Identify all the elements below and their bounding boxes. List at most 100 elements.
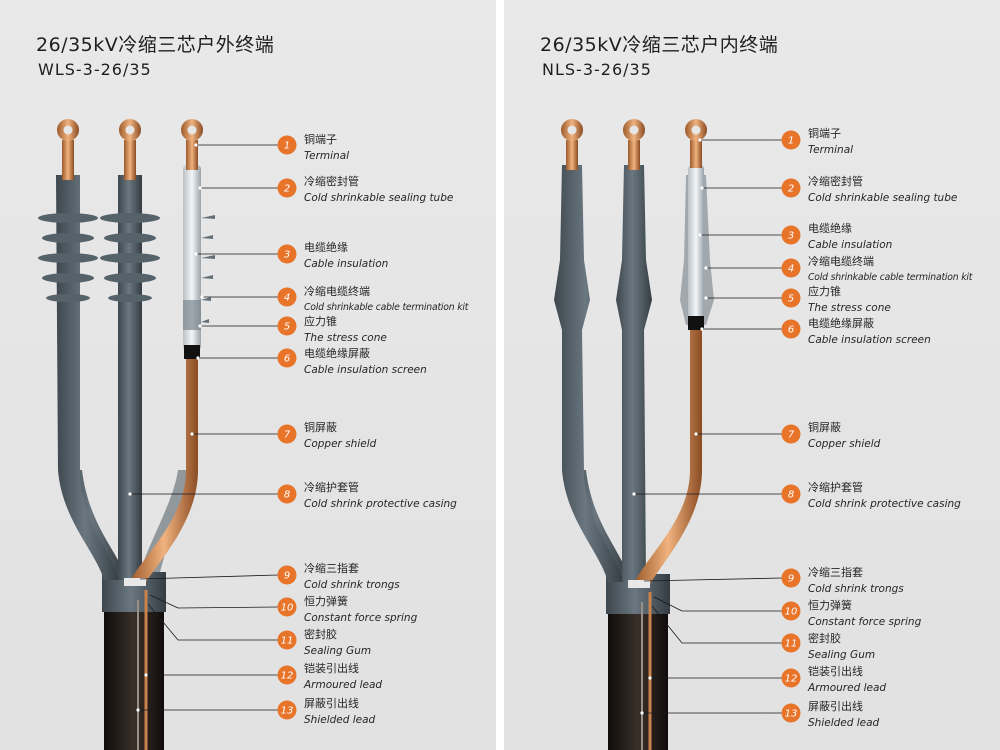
svg-text:13: 13 bbox=[281, 706, 294, 717]
cable-insulation-core bbox=[688, 165, 704, 325]
number-badge-4: 4 bbox=[781, 258, 801, 278]
svg-text:10: 10 bbox=[281, 603, 294, 614]
number-badge-4: 4 bbox=[277, 287, 297, 307]
svg-text:4: 4 bbox=[788, 264, 794, 275]
number-badge-11: 11 bbox=[781, 633, 801, 653]
svg-text:11: 11 bbox=[281, 636, 294, 647]
leader-lines bbox=[634, 139, 783, 714]
svg-text:11: 11 bbox=[785, 639, 798, 650]
number-badge-12: 12 bbox=[277, 665, 297, 685]
svg-text:4: 4 bbox=[284, 293, 290, 304]
svg-text:12: 12 bbox=[785, 674, 798, 685]
number-badge-13: 13 bbox=[781, 703, 801, 723]
panel-title: 26/35kV冷缩三芯户外终端 bbox=[36, 34, 275, 56]
number-badge-5: 5 bbox=[781, 288, 801, 308]
svg-text:1: 1 bbox=[284, 141, 290, 152]
indoor-termination-panel: 26/35kV冷缩三芯户内终端 NLS-3-26/35 bbox=[504, 0, 1000, 750]
svg-text:6: 6 bbox=[788, 325, 794, 336]
svg-text:3: 3 bbox=[284, 250, 290, 261]
insulator-sheds bbox=[38, 213, 160, 302]
insulation-screen bbox=[184, 345, 200, 359]
number-badge-12: 12 bbox=[781, 668, 801, 688]
copper-shield-curve bbox=[634, 330, 702, 584]
svg-text:9: 9 bbox=[284, 571, 290, 582]
number-badge-5: 5 bbox=[277, 316, 297, 336]
number-badge-1: 1 bbox=[781, 130, 801, 150]
number-badge-10: 10 bbox=[277, 597, 297, 617]
cable-jacket bbox=[608, 592, 668, 750]
number-badge-8: 8 bbox=[277, 484, 297, 504]
number-badge-3: 3 bbox=[277, 244, 297, 264]
number-badge-11: 11 bbox=[277, 630, 297, 650]
number-badge-7: 7 bbox=[781, 424, 801, 444]
number-badge-3: 3 bbox=[781, 225, 801, 245]
number-badge-2: 2 bbox=[277, 178, 297, 198]
svg-text:8: 8 bbox=[788, 490, 794, 501]
boot-shoulder-right bbox=[140, 470, 190, 572]
right-sheds bbox=[201, 215, 215, 323]
svg-text:5: 5 bbox=[788, 294, 794, 305]
leader-dots bbox=[128, 143, 204, 712]
panel-model: WLS-3-26/35 bbox=[38, 60, 152, 79]
number-badge-7: 7 bbox=[277, 424, 297, 444]
svg-text:2: 2 bbox=[788, 184, 794, 195]
svg-text:13: 13 bbox=[785, 709, 798, 720]
leader-dots bbox=[632, 138, 708, 715]
number-badge-10: 10 bbox=[781, 601, 801, 621]
number-badge-9: 9 bbox=[781, 568, 801, 588]
phase-left-tube bbox=[554, 165, 624, 582]
constant-force-spring bbox=[628, 580, 650, 588]
svg-text:6: 6 bbox=[284, 354, 290, 365]
number-badge-2: 2 bbox=[781, 178, 801, 198]
copper-lugs bbox=[57, 119, 203, 180]
number-badge-13: 13 bbox=[277, 700, 297, 720]
outdoor-termination-panel: 26/35kV冷缩三芯户外终端 WLS-3-26/35 bbox=[0, 0, 496, 750]
number-badge-8: 8 bbox=[781, 484, 801, 504]
svg-text:2: 2 bbox=[284, 184, 290, 195]
stress-cone bbox=[183, 300, 201, 330]
panel-model: NLS-3-26/35 bbox=[542, 60, 652, 79]
svg-text:8: 8 bbox=[284, 490, 290, 501]
number-badge-1: 1 bbox=[277, 135, 297, 155]
copper-shield-curve bbox=[130, 350, 198, 582]
svg-text:9: 9 bbox=[788, 574, 794, 585]
number-badge-9: 9 bbox=[277, 565, 297, 585]
copper-lugs bbox=[561, 119, 707, 170]
trifurcation-boot bbox=[102, 572, 166, 612]
panel-title: 26/35kV冷缩三芯户内终端 bbox=[540, 34, 779, 56]
cable-jacket bbox=[104, 590, 164, 750]
svg-text:7: 7 bbox=[284, 430, 291, 441]
phase-middle-tube bbox=[616, 165, 652, 582]
svg-text:3: 3 bbox=[788, 231, 794, 242]
number-badge-6: 6 bbox=[781, 319, 801, 339]
constant-force-spring bbox=[124, 578, 146, 586]
leader-lines bbox=[130, 144, 279, 711]
